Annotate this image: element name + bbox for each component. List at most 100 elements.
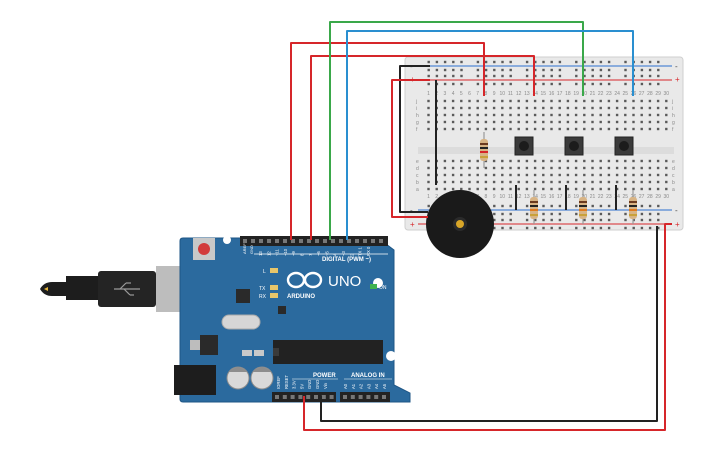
terminal-hole	[468, 166, 471, 170]
rail-hole	[648, 68, 652, 72]
rail-hole	[624, 82, 627, 86]
terminal-hole	[615, 99, 619, 103]
digital-pin-label: 13	[258, 251, 263, 256]
column-number-top: 3	[444, 91, 447, 97]
terminal-hole	[665, 173, 668, 177]
terminal-hole	[484, 166, 488, 170]
small-chip	[278, 306, 286, 314]
pushbutton-3[interactable]	[614, 136, 634, 156]
terminal-hole	[648, 127, 652, 131]
column-number-top: 19	[573, 91, 579, 97]
wire-green-pin	[329, 21, 584, 240]
terminal-hole	[648, 159, 652, 163]
power-pin-label: IOREF	[276, 376, 281, 389]
rail-hole	[542, 212, 545, 216]
terminal-hole	[525, 180, 529, 184]
terminal-hole	[599, 113, 602, 117]
terminal-hole	[517, 166, 520, 170]
rail-hole	[640, 218, 644, 222]
rail-hole	[550, 218, 553, 222]
pushbutton-1[interactable]	[514, 136, 534, 156]
rail-hole	[501, 68, 504, 72]
rail-hole	[476, 68, 480, 72]
terminal-hole	[492, 187, 496, 191]
terminal-hole	[533, 127, 537, 131]
terminal-hole	[566, 173, 570, 177]
rail-hole	[525, 212, 529, 216]
terminal-hole	[558, 120, 561, 124]
rail-hole	[427, 68, 430, 72]
terminal-hole	[640, 127, 643, 131]
rail-hole	[452, 68, 455, 72]
row-letter: a	[416, 187, 419, 193]
rail-hole	[624, 74, 627, 78]
terminal-hole	[574, 187, 578, 191]
column-number-top: 11	[508, 91, 513, 97]
column-number-bottom: 29	[655, 194, 661, 200]
terminal-hole	[632, 106, 635, 110]
header-pin	[282, 395, 287, 399]
terminal-hole	[632, 99, 635, 103]
on-label: ON	[379, 285, 387, 291]
capacitor-left	[226, 366, 250, 390]
terminal-hole	[517, 173, 520, 177]
terminal-hole	[665, 127, 668, 131]
terminal-hole	[550, 113, 553, 117]
header-pin	[323, 239, 327, 243]
rail-plus-label-bottom-right: +	[675, 220, 680, 229]
terminal-hole	[648, 120, 652, 124]
terminal-hole	[509, 159, 512, 163]
digital-pin-label: 7	[308, 253, 313, 256]
terminal-hole	[484, 99, 488, 103]
terminal-hole	[542, 99, 545, 103]
column-number-bottom: 8	[485, 194, 488, 200]
terminal-hole	[484, 180, 488, 184]
digital-pin-label: ~6	[316, 251, 321, 256]
terminal-hole	[484, 127, 488, 131]
terminal-hole	[517, 99, 520, 103]
terminal-hole	[501, 159, 504, 163]
terminal-hole	[583, 180, 586, 184]
terminal-hole	[451, 173, 455, 177]
terminal-hole	[492, 173, 496, 177]
terminal-hole	[583, 99, 586, 103]
reset-button[interactable]	[198, 243, 210, 255]
terminal-hole	[591, 166, 594, 170]
column-number-bottom: 9	[493, 194, 496, 200]
rail-hole	[525, 82, 529, 86]
power-pin-label: RESET	[284, 375, 289, 389]
terminal-hole	[435, 187, 438, 191]
rail-hole	[599, 226, 603, 230]
wire-black-buzzer	[399, 65, 430, 213]
rail-hole	[525, 226, 529, 230]
terminal-hole	[574, 127, 578, 131]
terminal-hole	[574, 180, 578, 184]
column-number-bottom: 11	[508, 194, 513, 200]
rail-hole	[509, 212, 512, 216]
rail-hole	[484, 82, 488, 86]
terminal-hole	[509, 106, 512, 110]
column-number-top: 20	[582, 91, 588, 97]
rail-hole	[542, 68, 545, 72]
rail-hole	[558, 60, 562, 64]
terminal-hole	[583, 120, 586, 124]
rail-hole	[427, 204, 430, 208]
terminal-hole	[550, 166, 553, 170]
terminal-hole	[607, 106, 611, 110]
pushbutton-2[interactable]	[564, 136, 584, 156]
terminal-hole	[591, 159, 594, 163]
header-pin	[275, 395, 279, 399]
mounting-hole	[223, 236, 231, 244]
terminal-hole	[492, 120, 496, 124]
rail-hole	[435, 74, 439, 78]
terminal-hole	[591, 173, 594, 177]
rail-hole	[657, 74, 660, 78]
terminal-hole	[509, 187, 512, 191]
atmega-notch	[273, 348, 279, 356]
rail-hole	[550, 204, 553, 208]
rail-hole	[599, 212, 603, 216]
rail-hole	[509, 226, 512, 230]
terminal-hole	[443, 127, 447, 131]
header-pin	[339, 239, 343, 243]
